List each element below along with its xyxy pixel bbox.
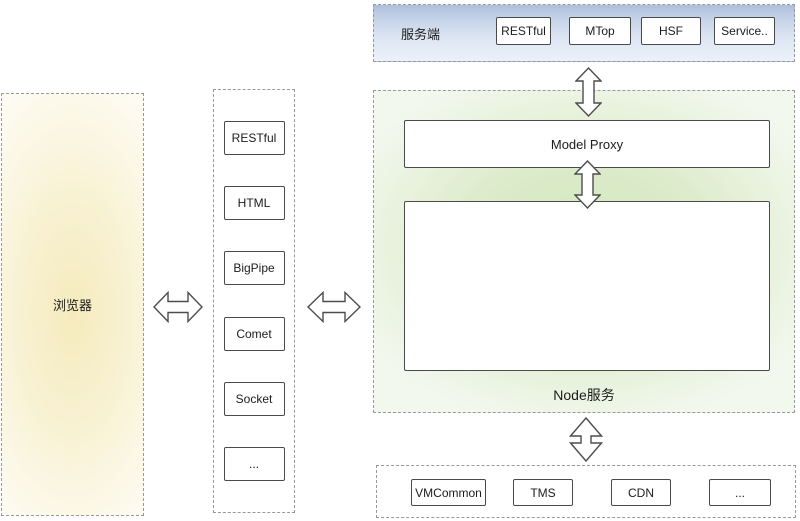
double-arrow-horizontal-icon	[307, 291, 361, 323]
model-proxy-box: Model Proxy	[404, 120, 770, 168]
client-item-more: ...	[223, 446, 285, 481]
backend-item-label: VMCommon	[415, 485, 482, 500]
client-item-label: Socket	[235, 391, 273, 406]
client-item-label: BigPipe	[233, 261, 275, 276]
server-item-label: Service..	[721, 24, 768, 38]
client-item-html: HTML	[223, 186, 285, 221]
backend-item-label: ...	[734, 485, 745, 500]
client-item-label: RESTful	[231, 131, 277, 146]
server-label: 服务端	[401, 26, 441, 42]
node-service-label: Node服务	[553, 387, 615, 403]
browser-panel: 浏览器	[1, 93, 144, 516]
server-item-restful: RESTful	[496, 17, 551, 45]
backend-item-cdn: CDN	[611, 479, 671, 506]
backend-panel: VMCommon TMS CDN ...	[376, 465, 796, 518]
double-arrow-horizontal-icon	[153, 291, 203, 323]
server-item-label: MTop	[585, 24, 615, 38]
node-app-box	[404, 201, 770, 371]
server-item-label: RESTful	[501, 24, 546, 38]
client-item-label: Comet	[236, 326, 272, 341]
client-panel: RESTful HTML BigPipe Comet Socket ...	[213, 89, 295, 513]
client-item-label: ...	[248, 456, 259, 471]
client-item-comet: Comet	[223, 316, 285, 351]
server-item-hsf: HSF	[641, 17, 701, 45]
client-item-restful: RESTful	[223, 121, 285, 156]
backend-item-label: CDN	[628, 485, 654, 500]
node-service-panel: Model Proxy Node服务	[373, 90, 795, 413]
server-item-mtop: MTop	[569, 17, 631, 45]
backend-item-vmcommon: VMCommon	[411, 479, 486, 506]
client-item-bigpipe: BigPipe	[223, 251, 285, 286]
server-item-label: HSF	[659, 24, 683, 38]
double-arrow-vertical-icon	[575, 67, 602, 117]
client-item-label: HTML	[237, 196, 271, 211]
model-proxy-label: Model Proxy	[550, 136, 624, 152]
browser-label: 浏览器	[52, 298, 92, 313]
server-panel: 服务端 RESTful MTop HSF Service..	[373, 4, 795, 62]
server-item-service: Service..	[714, 17, 775, 45]
double-arrow-vertical-icon	[574, 160, 601, 209]
client-item-socket: Socket	[223, 381, 285, 416]
backend-item-label: TMS	[530, 485, 556, 500]
double-arrow-vertical-icon	[569, 417, 603, 462]
backend-item-more: ...	[709, 479, 771, 506]
backend-item-tms: TMS	[513, 479, 573, 506]
